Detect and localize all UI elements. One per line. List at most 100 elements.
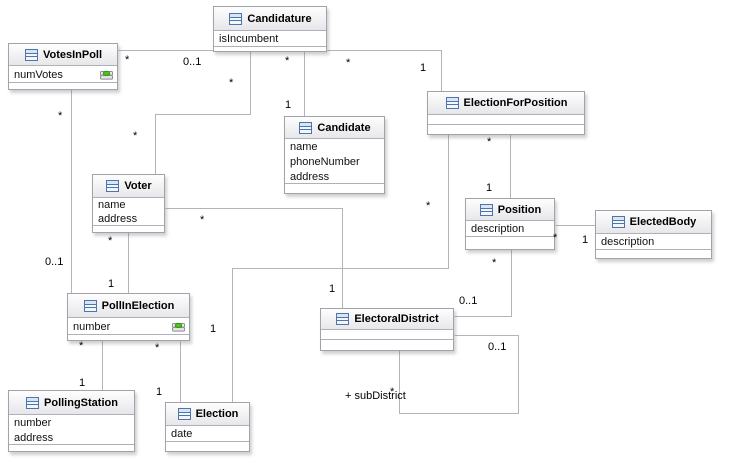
multiplicity-label[interactable]: * (108, 235, 113, 247)
multiplicity-label[interactable]: * (229, 77, 234, 89)
class-electionforposition[interactable]: ElectionForPosition (427, 91, 585, 135)
class-title-bar[interactable]: ElectionForPosition (428, 92, 584, 114)
multiplicity-label[interactable]: 1 (486, 182, 493, 194)
multiplicity-label[interactable]: * (125, 54, 130, 66)
class-icon (479, 203, 494, 217)
attribute-phonenumber[interactable]: phoneNumber (285, 154, 384, 169)
class-title-bar[interactable]: Voter (93, 175, 164, 197)
multiplicity-label[interactable]: 1 (329, 283, 336, 295)
attribute-label: date (171, 428, 193, 440)
multiplicity-label[interactable]: 0..1 (488, 341, 507, 353)
empty-compartment (93, 225, 164, 232)
multiplicity-label[interactable]: 1 (108, 278, 115, 290)
empty-compartment (285, 183, 384, 193)
attribute-address[interactable]: address (285, 169, 384, 183)
multiplicity-label[interactable]: 1 (285, 99, 292, 111)
empty-compartment (9, 444, 134, 451)
multiplicity-label[interactable]: * (133, 130, 138, 142)
attribute-numvotes[interactable]: numVotes (9, 66, 117, 82)
attribute-description[interactable]: description (466, 221, 554, 236)
attribute-compartment: description (596, 233, 711, 249)
multiplicity-label[interactable]: 0..1 (183, 56, 202, 68)
class-election[interactable]: Election date (165, 402, 250, 452)
multiplicity-label[interactable]: * (492, 257, 497, 269)
attribute-address[interactable]: address (9, 430, 134, 444)
attribute-date[interactable]: date (166, 426, 249, 441)
multiplicity-label[interactable]: * (155, 342, 160, 354)
association-candidature-electionforposition[interactable] (327, 50, 442, 92)
class-title-bar[interactable]: PollInElection (68, 294, 189, 317)
association-position-electoraldistrict[interactable] (454, 248, 512, 317)
association-electoraldistrict-subdistrict-self[interactable] (399, 335, 519, 414)
attribute-label: name (98, 199, 126, 211)
class-candidature[interactable]: Candidature isIncumbent (213, 6, 327, 52)
class-title-bar[interactable]: Candidature (214, 7, 326, 30)
attribute-label: description (471, 223, 525, 235)
class-title-bar[interactable]: ElectoralDistrict (321, 309, 453, 329)
class-electoraldistrict[interactable]: ElectoralDistrict (320, 308, 454, 351)
multiplicity-label[interactable]: 0..1 (459, 295, 478, 307)
attribute-badge-icon (172, 322, 185, 332)
attribute-address[interactable]: address (93, 212, 164, 225)
multiplicity-label[interactable]: * (79, 340, 84, 352)
class-title-bar[interactable]: Position (466, 199, 554, 220)
association-candidature-voter[interactable] (155, 50, 251, 175)
class-icon (611, 215, 626, 229)
class-title-bar[interactable]: ElectedBody (596, 211, 711, 233)
multiplicity-label[interactable]: * (200, 214, 205, 226)
empty-compartment (214, 46, 326, 51)
class-title-bar[interactable]: Election (166, 403, 249, 425)
class-electedbody[interactable]: ElectedBody description (595, 210, 712, 259)
multiplicity-label[interactable]: 0..1 (45, 256, 64, 268)
empty-compartment (466, 236, 554, 249)
role-label-subdistrict[interactable]: + subDistrict (345, 390, 406, 402)
class-name-label: Voter (124, 180, 152, 192)
class-title-bar[interactable]: Candidate (285, 117, 384, 138)
class-name-label: ElectedBody (629, 216, 697, 228)
attribute-number[interactable]: number (68, 318, 189, 334)
multiplicity-label[interactable]: * (285, 55, 290, 67)
class-icon (83, 299, 98, 313)
attribute-number[interactable]: number (9, 415, 134, 430)
attribute-isincumbent[interactable]: isIncumbent (214, 31, 326, 46)
class-name-label: Candidature (247, 12, 312, 25)
association-electionforposition-election[interactable] (232, 133, 449, 403)
association-voter-electoraldistrict[interactable] (165, 208, 343, 309)
multiplicity-label[interactable]: * (346, 57, 351, 69)
empty-compartment (596, 249, 711, 258)
attribute-label: description (601, 236, 655, 248)
empty-compartment (9, 82, 117, 89)
class-icon (177, 407, 192, 421)
multiplicity-label[interactable]: * (390, 386, 395, 398)
multiplicity-label[interactable]: * (58, 110, 63, 122)
multiplicity-label[interactable]: * (487, 136, 492, 148)
attribute-label: isIncumbent (219, 33, 279, 45)
attribute-name[interactable]: name (93, 198, 164, 212)
attribute-compartment: date (166, 425, 249, 441)
attribute-label: phoneNumber (290, 155, 360, 168)
class-title-bar[interactable]: PollingStation (9, 391, 134, 414)
attribute-description[interactable]: description (596, 234, 711, 249)
attribute-name[interactable]: name (285, 139, 384, 154)
multiplicity-label[interactable]: 1 (210, 323, 217, 335)
multiplicity-label[interactable]: * (426, 200, 431, 212)
multiplicity-label[interactable]: 1 (582, 234, 589, 246)
class-icon (24, 48, 39, 62)
class-position[interactable]: Position description (465, 198, 555, 250)
empty-compartment (428, 124, 584, 134)
multiplicity-label[interactable]: 1 (79, 377, 86, 389)
multiplicity-label[interactable]: * (553, 232, 558, 244)
class-icon (25, 396, 40, 410)
attribute-compartment: number (68, 317, 189, 334)
multiplicity-label[interactable]: 1 (156, 386, 163, 398)
class-title-bar[interactable]: VotesInPoll (9, 44, 117, 65)
multiplicity-label[interactable]: 1 (420, 62, 427, 74)
